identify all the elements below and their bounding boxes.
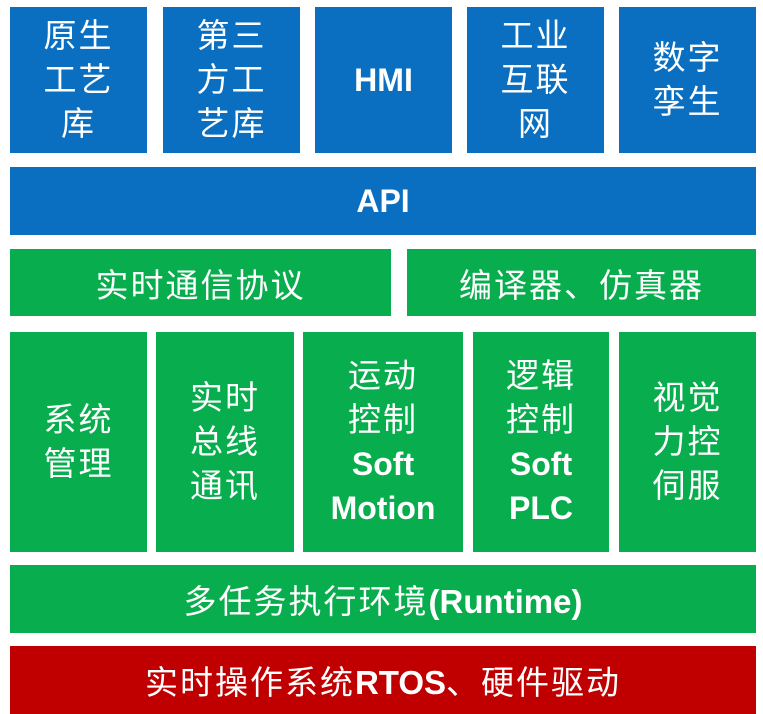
soft-motion-cn-line-1: 运动 bbox=[348, 356, 418, 395]
soft-motion-text: 运动 控制 Soft Motion bbox=[331, 354, 436, 530]
runtime-cn-text: 多任务执行环境 bbox=[183, 582, 429, 621]
soft-motion-en-line-1: Soft bbox=[351, 446, 415, 482]
api-layer-label: API bbox=[356, 182, 410, 219]
soft-plc-cn-line-2: 控制 bbox=[506, 400, 576, 439]
realtime-comm-protocol-block: 实时通信协议 bbox=[10, 249, 391, 316]
system-management-block: 系统 管理 bbox=[10, 332, 147, 552]
system-management-label: 系统 管理 bbox=[43, 400, 114, 483]
app-block-native-process-library: 原生 工艺 库 bbox=[10, 7, 147, 153]
soft-motion-en-line-2: Motion bbox=[330, 490, 436, 526]
soft-motion-block: 运动 控制 Soft Motion bbox=[303, 332, 463, 552]
compiler-simulator-block: 编译器、仿真器 bbox=[407, 249, 756, 316]
soft-plc-text: 逻辑 控制 Soft PLC bbox=[506, 354, 576, 530]
app-block-third-party-process-library: 第三 方工 艺库 bbox=[163, 7, 300, 153]
soft-plc-block: 逻辑 控制 Soft PLC bbox=[473, 332, 609, 552]
runtime-layer-bar: 多任务执行环境(Runtime) bbox=[10, 565, 756, 633]
compiler-simulator-label: 编译器、仿真器 bbox=[459, 265, 704, 305]
rtos-layer-label: 实时操作系统RTOS、硬件驱动 bbox=[145, 656, 621, 704]
app-block-label: 数字 孪生 bbox=[652, 38, 723, 121]
app-block-label: 工业 互联 网 bbox=[500, 16, 571, 143]
app-block-industrial-internet: 工业 互联 网 bbox=[467, 7, 604, 153]
runtime-layer-label: 多任务执行环境(Runtime) bbox=[184, 575, 583, 623]
app-block-digital-twin: 数字 孪生 bbox=[619, 7, 756, 153]
app-block-label: HMI bbox=[354, 61, 413, 98]
realtime-comm-protocol-label: 实时通信协议 bbox=[95, 265, 306, 305]
app-block-label: 原生 工艺 库 bbox=[43, 16, 114, 143]
rtos-layer-bar: 实时操作系统RTOS、硬件驱动 bbox=[10, 646, 756, 714]
runtime-en-text: (Runtime) bbox=[428, 583, 583, 620]
vision-force-servo-label: 视觉 力控 伺服 bbox=[652, 378, 723, 505]
vision-force-servo-block: 视觉 力控 伺服 bbox=[619, 332, 756, 552]
realtime-bus-comm-block: 实时 总线 通讯 bbox=[156, 332, 294, 552]
app-block-label: 第三 方工 艺库 bbox=[196, 16, 267, 143]
api-layer-bar: API bbox=[10, 167, 756, 235]
soft-motion-cn-line-2: 控制 bbox=[348, 400, 418, 439]
soft-plc-en-line-1: Soft bbox=[509, 446, 573, 482]
app-block-hmi: HMI bbox=[315, 7, 452, 153]
realtime-bus-comm-label: 实时 总线 通讯 bbox=[190, 378, 260, 505]
soft-plc-cn-line-1: 逻辑 bbox=[506, 356, 576, 395]
soft-plc-en-line-2: PLC bbox=[509, 490, 573, 526]
